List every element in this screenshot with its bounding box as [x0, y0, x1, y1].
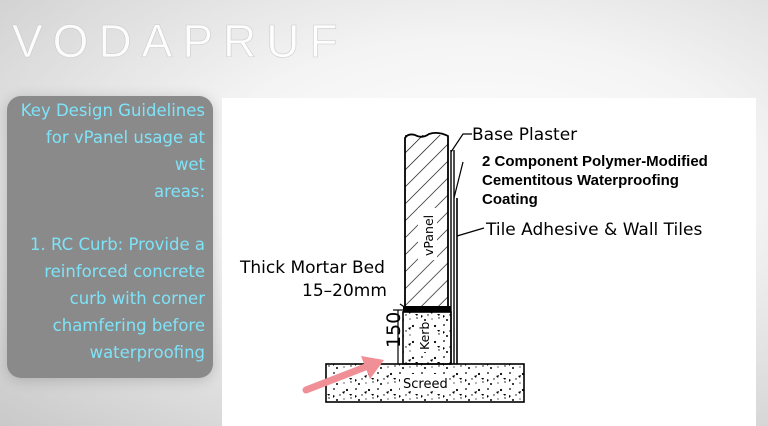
mortar-label-line-2: 15–20mm	[302, 281, 387, 301]
item-line: reinforced concrete	[44, 262, 205, 281]
item-line: waterproofing	[89, 343, 205, 362]
base-plaster-label: Base Plaster	[472, 125, 577, 145]
item-line: chamfering before	[52, 316, 205, 335]
leader-lines	[399, 133, 485, 313]
tiles-label: Tile Adhesive & Wall Tiles	[485, 220, 702, 240]
wall-section-diagram: vPanel Kerb Screed 150	[222, 98, 756, 426]
guideline-item-rc-curb: 1. RC Curb: Provide a reinforced concret…	[13, 231, 205, 366]
coating-label-line-2: Cementitous Waterproofing	[482, 172, 679, 189]
mortar-bed	[403, 306, 451, 312]
vpanel-label: vPanel	[421, 215, 436, 256]
item-line: 1. RC Curb: Provide a	[30, 235, 205, 254]
screed-slab: Screed	[325, 363, 525, 403]
coating-label-line-3: Coating	[482, 191, 538, 208]
mortar-label-line-1: Thick Mortar Bed	[239, 258, 385, 278]
kerb-label: Kerb	[417, 322, 432, 350]
coating-label-line-1: 2 Component Polymer-Modified	[482, 153, 708, 170]
vpanel-wall: vPanel	[404, 131, 449, 308]
guidelines-panel: Key Design Guidelines for vPanel usage a…	[7, 96, 213, 378]
heading-line: Key Design Guidelines	[20, 101, 205, 120]
kerb: Kerb	[402, 311, 452, 365]
screed-label: Screed	[403, 377, 448, 392]
finish-layers	[450, 150, 458, 364]
height-label: 150	[383, 312, 405, 348]
brand-watermark: VODAPRUF	[12, 15, 348, 68]
highlight-arrow	[302, 356, 384, 394]
heading-line: for vPanel usage at wet	[45, 128, 205, 174]
height-dimension: 150	[383, 309, 405, 364]
item-line: curb with corner	[69, 289, 205, 308]
guidelines-heading: Key Design Guidelines for vPanel usage a…	[13, 97, 205, 205]
heading-line: areas:	[154, 182, 205, 201]
